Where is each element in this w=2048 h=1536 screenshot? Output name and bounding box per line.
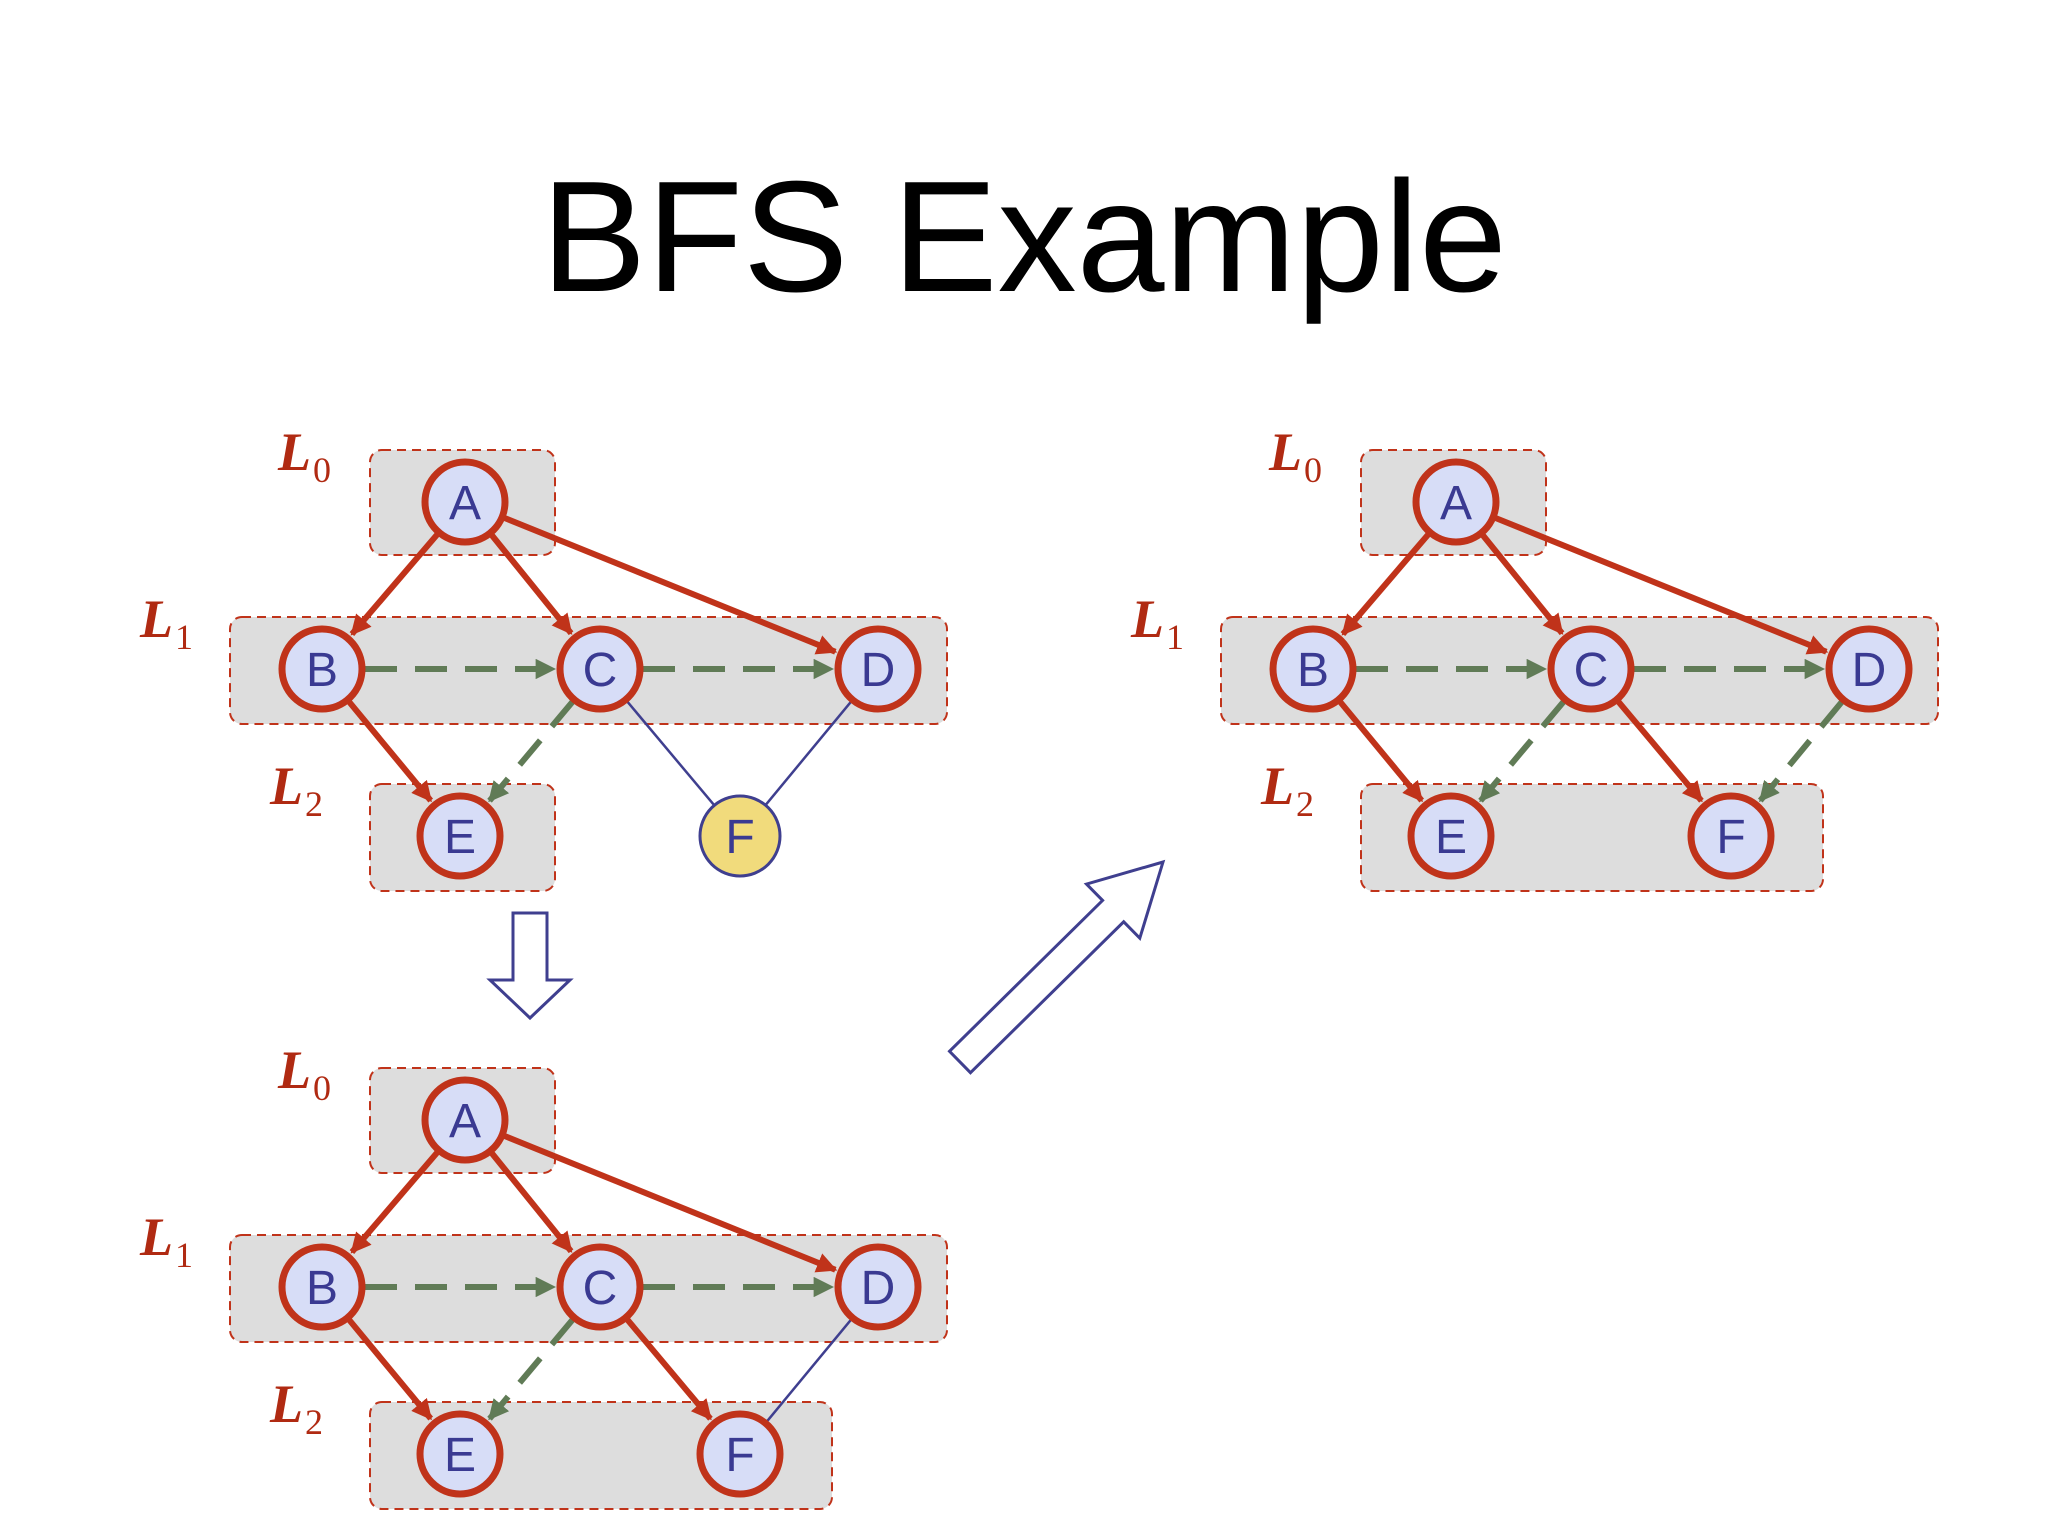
edge-A-D (503, 1133, 838, 1273)
node-label-B: B (306, 644, 338, 697)
node-label-D: D (861, 1262, 896, 1315)
node-label-E: E (1435, 811, 1467, 864)
node-label-D: D (861, 644, 896, 697)
edge-A-B (349, 1150, 440, 1255)
level-label-0: L0 (277, 422, 331, 490)
edge-A-B (349, 532, 440, 637)
level-label-1: L1 (1130, 589, 1184, 657)
edge-C-E (1478, 700, 1566, 803)
edge-C-F (1616, 700, 1704, 803)
node-E (1407, 792, 1495, 880)
node-label-C: C (1574, 644, 1609, 697)
node-label-E: E (444, 1429, 476, 1482)
node-E (416, 1410, 504, 1498)
level-label-2: L2 (1260, 756, 1314, 824)
node-C (556, 1243, 644, 1331)
node-C (1547, 625, 1635, 713)
node-B (278, 1243, 366, 1331)
edge-A-C (489, 1151, 574, 1254)
node-label-E: E (444, 811, 476, 864)
node-label-C: C (583, 1262, 618, 1315)
node-label-A: A (449, 1095, 481, 1148)
node-A (421, 1076, 509, 1164)
edge-A-C (1480, 533, 1565, 636)
node-C (556, 625, 644, 713)
edge-A-C (489, 533, 574, 636)
edge-B-E (347, 700, 434, 803)
node-A (1412, 458, 1500, 546)
edge-A-D (503, 515, 838, 655)
edge-D-F (764, 701, 852, 806)
edge-C-F (625, 1318, 713, 1421)
arrow-down-icon (486, 911, 574, 1021)
edge-A-B (1340, 532, 1431, 637)
edge-B-E (1338, 700, 1425, 803)
node-D (834, 1243, 922, 1331)
edge-D-F (1757, 700, 1844, 803)
node-label-D: D (1852, 644, 1887, 697)
node-label-C: C (583, 644, 618, 697)
node-label-F: F (725, 811, 754, 864)
level-label-0: L0 (277, 1040, 331, 1108)
edge-D-F (764, 1319, 852, 1424)
arrow-up-right-icon (947, 859, 1166, 1075)
node-F (698, 794, 782, 878)
node-B (1269, 625, 1357, 713)
level-label-2: L2 (269, 756, 323, 824)
node-label-B: B (306, 1262, 338, 1315)
node-D (1825, 625, 1913, 713)
level-label-1: L1 (139, 1207, 193, 1275)
node-label-A: A (449, 477, 481, 530)
node-label-A: A (1440, 477, 1472, 530)
node-label-F: F (725, 1429, 754, 1482)
node-F (1687, 792, 1775, 880)
level-label-0: L0 (1268, 422, 1322, 490)
node-B (278, 625, 366, 713)
node-A (421, 458, 509, 546)
edge-C-F (626, 701, 716, 807)
node-F (696, 1410, 784, 1498)
level-label-1: L1 (139, 589, 193, 657)
edge-B-E (347, 1318, 434, 1421)
level-label-2: L2 (269, 1374, 323, 1442)
edge-A-D (1494, 515, 1829, 655)
node-label-B: B (1297, 644, 1329, 697)
node-D (834, 625, 922, 713)
edge-C-E (487, 700, 575, 803)
edge-C-E (487, 1318, 575, 1421)
node-E (416, 792, 504, 880)
node-label-F: F (1716, 811, 1745, 864)
slide-title: BFS Example (541, 149, 1507, 325)
